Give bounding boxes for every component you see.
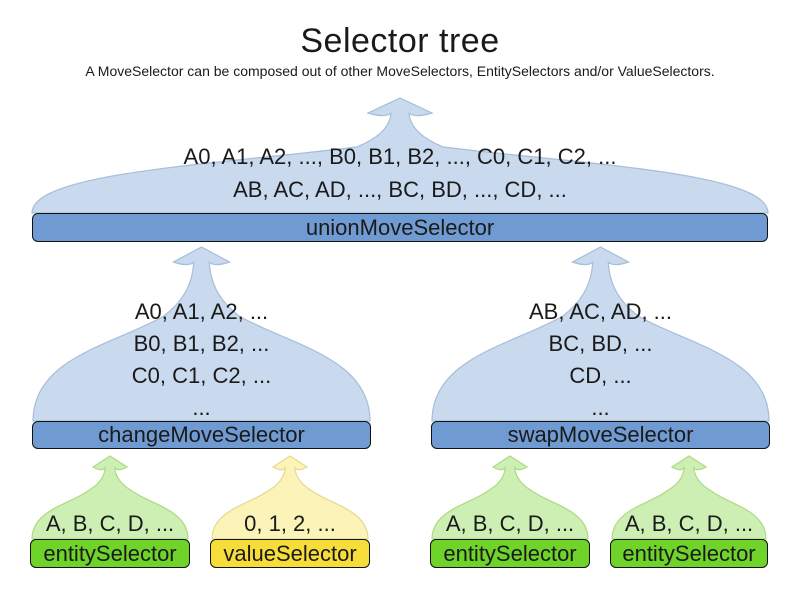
selector-label-bar-value: valueSelector: [210, 539, 370, 568]
cloud-up-arrow-path: [32, 246, 371, 422]
cloud-up-arrow-shape: [611, 455, 767, 540]
selector-label-bar-entity-3: entitySelector: [610, 539, 768, 568]
cloud-up-arrow-path: [211, 455, 369, 540]
selector-label-bar-entity-1: entitySelector: [30, 539, 190, 568]
cloud-up-arrow-path: [31, 97, 769, 214]
cloud-up-arrow-path: [431, 246, 770, 422]
selector-label-bar-change: changeMoveSelector: [32, 421, 371, 449]
page-subtitle: A MoveSelector can be composed out of ot…: [85, 63, 715, 79]
page-title: Selector tree: [300, 22, 500, 60]
selector-label-bar-entity-2: entitySelector: [430, 539, 590, 568]
cloud-up-arrow-shape: [431, 455, 589, 540]
cloud-up-arrow-shape: [31, 97, 769, 214]
selector-label-bar-swap: swapMoveSelector: [431, 421, 770, 449]
selector-label-bar-union: unionMoveSelector: [32, 213, 768, 242]
cloud-up-arrow-shape: [431, 246, 770, 422]
cloud-up-arrow-shape: [31, 455, 189, 540]
cloud-up-arrow-path: [611, 455, 767, 540]
cloud-up-arrow-shape: [32, 246, 371, 422]
cloud-up-arrow-path: [31, 455, 189, 540]
cloud-up-arrow-path: [431, 455, 589, 540]
cloud-up-arrow-shape: [211, 455, 369, 540]
